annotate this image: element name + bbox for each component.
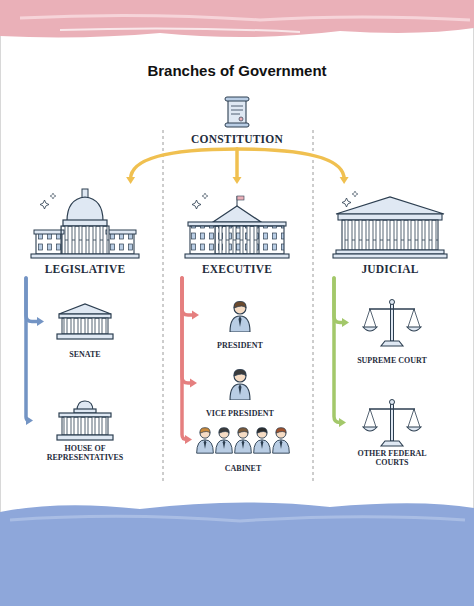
node-text: SENATE [69, 350, 100, 359]
connector-line [26, 278, 30, 421]
connector-arrow [26, 278, 33, 425]
pink-brush-band [0, 0, 474, 37]
branch-label: EXECUTIVE [172, 185, 302, 277]
connector-arrow [237, 149, 349, 184]
node-text: PRESIDENT [217, 341, 263, 350]
vice-president-figure [230, 369, 250, 400]
connector-line [182, 278, 187, 440]
node-text: CONSTITUTION [191, 133, 283, 146]
connector-line [237, 149, 344, 179]
cabinet-figures [197, 428, 290, 453]
node-text: JUDICIAL [361, 263, 418, 276]
connector-arrow [334, 278, 346, 427]
capitol-building [31, 189, 139, 258]
arrow-head [340, 177, 349, 184]
connector-line [26, 278, 39, 322]
diagram-title: Branches of Government [0, 62, 474, 79]
arrow-head [185, 435, 192, 444]
arrow-head [37, 317, 44, 326]
blue-brush-band [0, 502, 474, 606]
president-figure [230, 301, 250, 332]
node-text: EXECUTIVE [202, 263, 272, 276]
connector-arrow [26, 278, 44, 326]
scale-of-justice [363, 300, 421, 347]
node-text: OTHER FEDERAL COURTS [347, 449, 437, 467]
body-label: HOUSE OF REPRESENTATIVES [34, 397, 136, 464]
divider-line [163, 130, 164, 482]
connector-arrow [182, 278, 197, 388]
body-label: SENATE [45, 300, 125, 361]
scroll-icon [225, 97, 249, 127]
branch-label: JUDICIAL [325, 185, 455, 277]
arrow-head [190, 379, 197, 388]
node-text: LEGISLATIVE [45, 263, 126, 276]
connector-arrow [126, 149, 237, 184]
connector-line [182, 278, 194, 315]
connector-arrow [233, 149, 242, 184]
senate-building [57, 304, 113, 339]
divider-line [313, 130, 314, 482]
connector-line [131, 149, 237, 179]
connector-arrow [182, 278, 192, 444]
office-label: VICE PRESIDENT [198, 364, 282, 420]
arrow-head [126, 177, 135, 184]
court-building [333, 191, 447, 258]
node-text: CABINET [225, 464, 261, 473]
connector-arrow [182, 278, 199, 320]
scale-of-justice [363, 400, 421, 447]
office-label: CABINET [193, 422, 293, 475]
connector-line [334, 278, 341, 423]
constitution-label: CONSTITUTION [177, 96, 297, 147]
house-building [57, 401, 113, 440]
node-text: HOUSE OF REPRESENTATIVES [34, 444, 136, 462]
white-house-building [185, 193, 289, 258]
court-label: OTHER FEDERAL COURTS [347, 396, 437, 469]
arrow-head [339, 418, 346, 427]
branch-label: LEGISLATIVE [20, 185, 150, 277]
office-label: PRESIDENT [200, 296, 280, 352]
arrow-head [233, 177, 242, 184]
arrow-head [192, 311, 199, 320]
connector-line [235, 149, 239, 179]
court-label: SUPREME COURT [350, 296, 434, 367]
node-text: SUPREME COURT [357, 356, 427, 365]
node-text: VICE PRESIDENT [206, 409, 274, 418]
arrow-head [26, 416, 33, 425]
connector-arrow [334, 278, 349, 327]
arrow-head [342, 318, 349, 327]
